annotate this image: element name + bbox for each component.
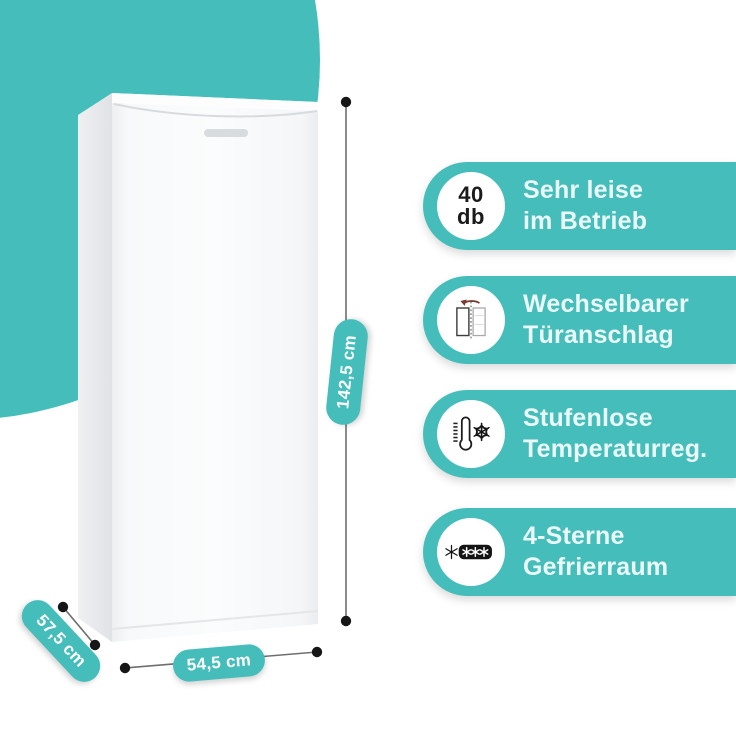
feature-pill-stepless-temperature: Stufenlose Temperaturreg. [423,390,736,478]
decibel-badge-text: 40 db [457,184,485,228]
feature-line2: im Betrieb [523,207,648,235]
feature-icon-circle [437,400,505,468]
fridge-side-panel [78,93,112,642]
feature-text: Sehr leise im Betrieb [523,175,647,237]
feature-pill-quiet-operation: 40 db Sehr leise im Betrieb [423,162,736,250]
feature-icon-circle [437,518,505,586]
feature-icon-circle [437,286,505,354]
door-handle-groove [113,103,318,118]
feature-text: Wechselbarer Türanschlag [523,289,689,351]
feature-pill-reversible-door: Wechselbarer Türanschlag [423,276,736,364]
feature-line1: Sehr leise [523,176,644,204]
width-dimension-label: 54,5 cm [171,643,267,683]
fridge-top-cap [112,93,318,111]
width-value: 54,5 cm [186,650,252,675]
feature-line1: Wechselbarer [523,290,689,318]
decibel-value: 40 [458,182,484,207]
four-star-freezer-icon [445,544,492,560]
fridge-door-front [112,93,318,642]
feature-line2: Temperaturreg. [523,435,708,463]
thermometer-snowflake-icon [453,416,492,451]
height-dimension-label: 142,5 cm [324,317,370,427]
decibel-unit: db [457,204,485,229]
height-value: 142,5 cm [333,334,360,410]
freezer-product-image [78,93,319,642]
door-bottom-seam [111,610,319,630]
feature-text: Stufenlose Temperaturreg. [523,403,707,465]
feature-line1: Stufenlose [523,404,653,432]
decibel-badge: 40 db [437,172,505,240]
feature-line2: Gefrierraum [523,553,669,581]
brand-logo [204,129,248,137]
feature-line2: Türanschlag [523,321,674,349]
reversible-door-icon [456,299,486,340]
feature-line1: 4-Sterne [523,522,625,550]
feature-text: 4-Sterne Gefrierraum [523,521,668,583]
feature-pill-four-star-freezer: 4-Sterne Gefrierraum [423,508,736,596]
